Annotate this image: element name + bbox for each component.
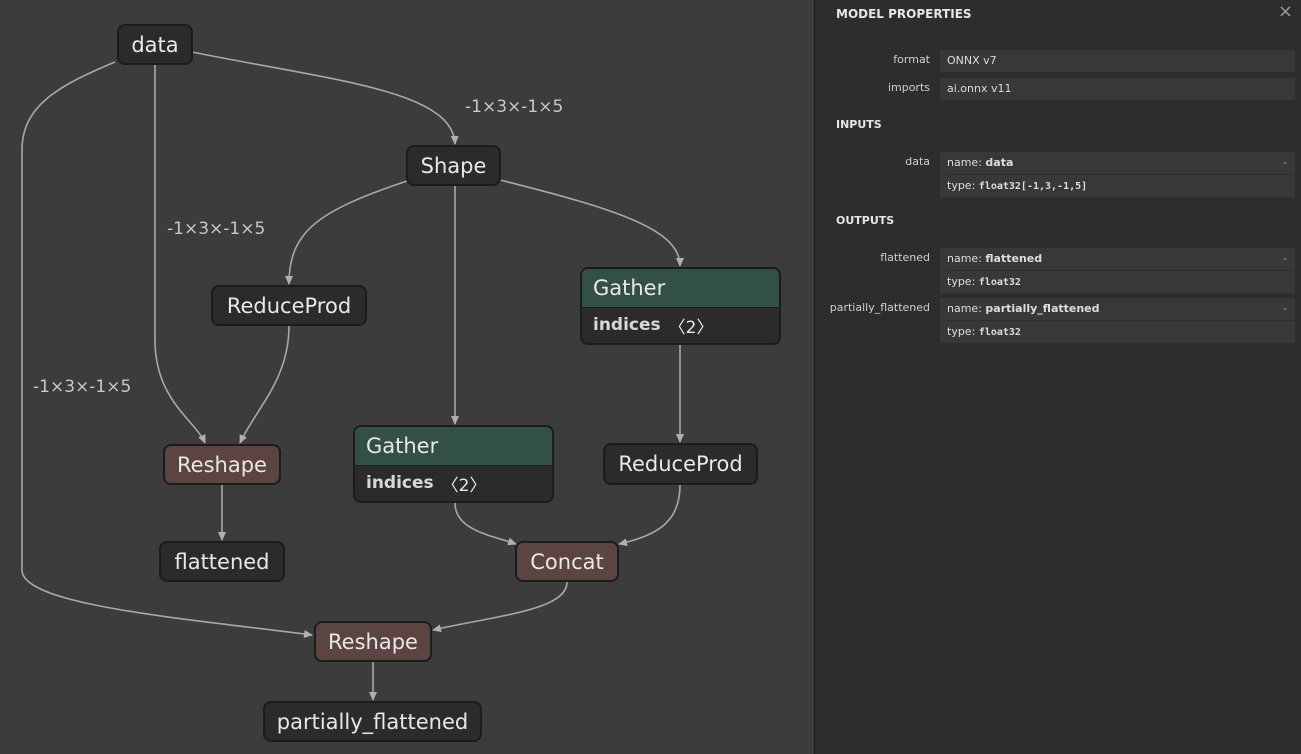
node-reduceprod-left[interactable]: ReduceProd: [211, 285, 367, 326]
node-label: Reshape: [177, 452, 267, 477]
output-type: float32: [978, 327, 1021, 338]
node-flattened[interactable]: flattened: [159, 541, 285, 582]
edge-label-data-reshape-bottom: -1×3×-1×5: [33, 377, 132, 397]
property-value-format: ONNX v7: [940, 50, 1295, 72]
output-value-flattened[interactable]: name: flattened - type: float32: [940, 248, 1295, 293]
property-value-imports: ai.onnx v11: [940, 78, 1295, 100]
property-label-imports: imports: [887, 81, 930, 94]
output-name: partially_flattened: [985, 302, 1100, 315]
node-reshape-bottom[interactable]: Reshape: [314, 621, 432, 662]
node-data[interactable]: data: [117, 24, 193, 65]
output-type: float32: [978, 277, 1021, 288]
node-label: partially_flattened: [276, 709, 469, 734]
edge-concat-reshape-bottom: [432, 581, 568, 633]
inputs-section-title: INPUTS: [836, 118, 882, 131]
input-type: float32[-1,3,-1,5]: [978, 181, 1088, 192]
attribute-value: 〈2〉: [441, 475, 487, 496]
output-label-partially-flattened: partially_flattened: [829, 301, 930, 314]
model-properties-panel: MODEL PROPERTIES × format ONNX v7 import…: [814, 0, 1301, 754]
edge-label-data-shape: -1×3×-1×5: [465, 97, 564, 117]
edge-shape-gather-right: [499, 179, 684, 267]
expand-toggle[interactable]: -: [1283, 302, 1287, 315]
node-label: Gather: [582, 269, 779, 308]
expand-toggle[interactable]: -: [1283, 156, 1287, 169]
node-label: Reshape: [328, 629, 418, 654]
input-value-data[interactable]: name: data - type: float32[-1,3,-1,5]: [940, 152, 1295, 197]
node-label: Gather: [355, 427, 552, 466]
edge-data-shape: [191, 51, 459, 145]
expand-toggle[interactable]: -: [1283, 252, 1287, 265]
edge-reduceprod-left-reshape-top: [239, 325, 290, 444]
node-attribute: indices 〈2〉: [582, 308, 779, 342]
graph-canvas[interactable]: -1×3×-1×5 -1×3×-1×5 -1×3×-1×5 data Shape…: [0, 0, 814, 754]
output-value-partially-flattened[interactable]: name: partially_flattened - type: float3…: [940, 298, 1295, 343]
node-label: flattened: [174, 549, 270, 574]
panel-title: MODEL PROPERTIES: [836, 7, 972, 21]
node-shape[interactable]: Shape: [406, 145, 501, 186]
node-gather-right[interactable]: Gather indices 〈2〉: [580, 267, 781, 345]
attribute-value: 〈2〉: [668, 317, 714, 338]
node-label: Concat: [530, 549, 604, 574]
output-label-flattened: flattened: [880, 251, 930, 264]
input-name: data: [985, 156, 1014, 169]
node-reduceprod-right[interactable]: ReduceProd: [603, 443, 758, 485]
node-label: ReduceProd: [618, 452, 743, 476]
edge-gather-middle-concat: [454, 502, 517, 546]
node-label: Shape: [420, 153, 487, 178]
graph-edges: [21, 51, 684, 701]
edge-data-reshape-bottom: [21, 61, 313, 638]
close-icon[interactable]: ×: [1277, 1, 1293, 22]
node-gather-middle[interactable]: Gather indices 〈2〉: [353, 425, 554, 503]
attribute-name: indices: [366, 473, 434, 493]
node-reshape-top[interactable]: Reshape: [163, 444, 281, 485]
node-label: data: [131, 32, 179, 57]
node-partially-flattened[interactable]: partially_flattened: [263, 701, 482, 742]
output-name: flattened: [985, 252, 1043, 265]
node-concat[interactable]: Concat: [515, 541, 619, 582]
edge-shape-reduceprod-left: [285, 179, 411, 285]
input-label-data: data: [905, 155, 930, 168]
edge-reduceprod-right-concat: [618, 484, 681, 547]
node-attribute: indices 〈2〉: [355, 466, 552, 500]
edge-data-reshape-top: [154, 65, 206, 444]
edge-label-data-reshape-top: -1×3×-1×5: [167, 219, 266, 239]
attribute-name: indices: [593, 315, 661, 335]
outputs-section-title: OUTPUTS: [836, 214, 895, 227]
property-label-format: format: [893, 53, 930, 66]
node-label: ReduceProd: [226, 293, 352, 318]
